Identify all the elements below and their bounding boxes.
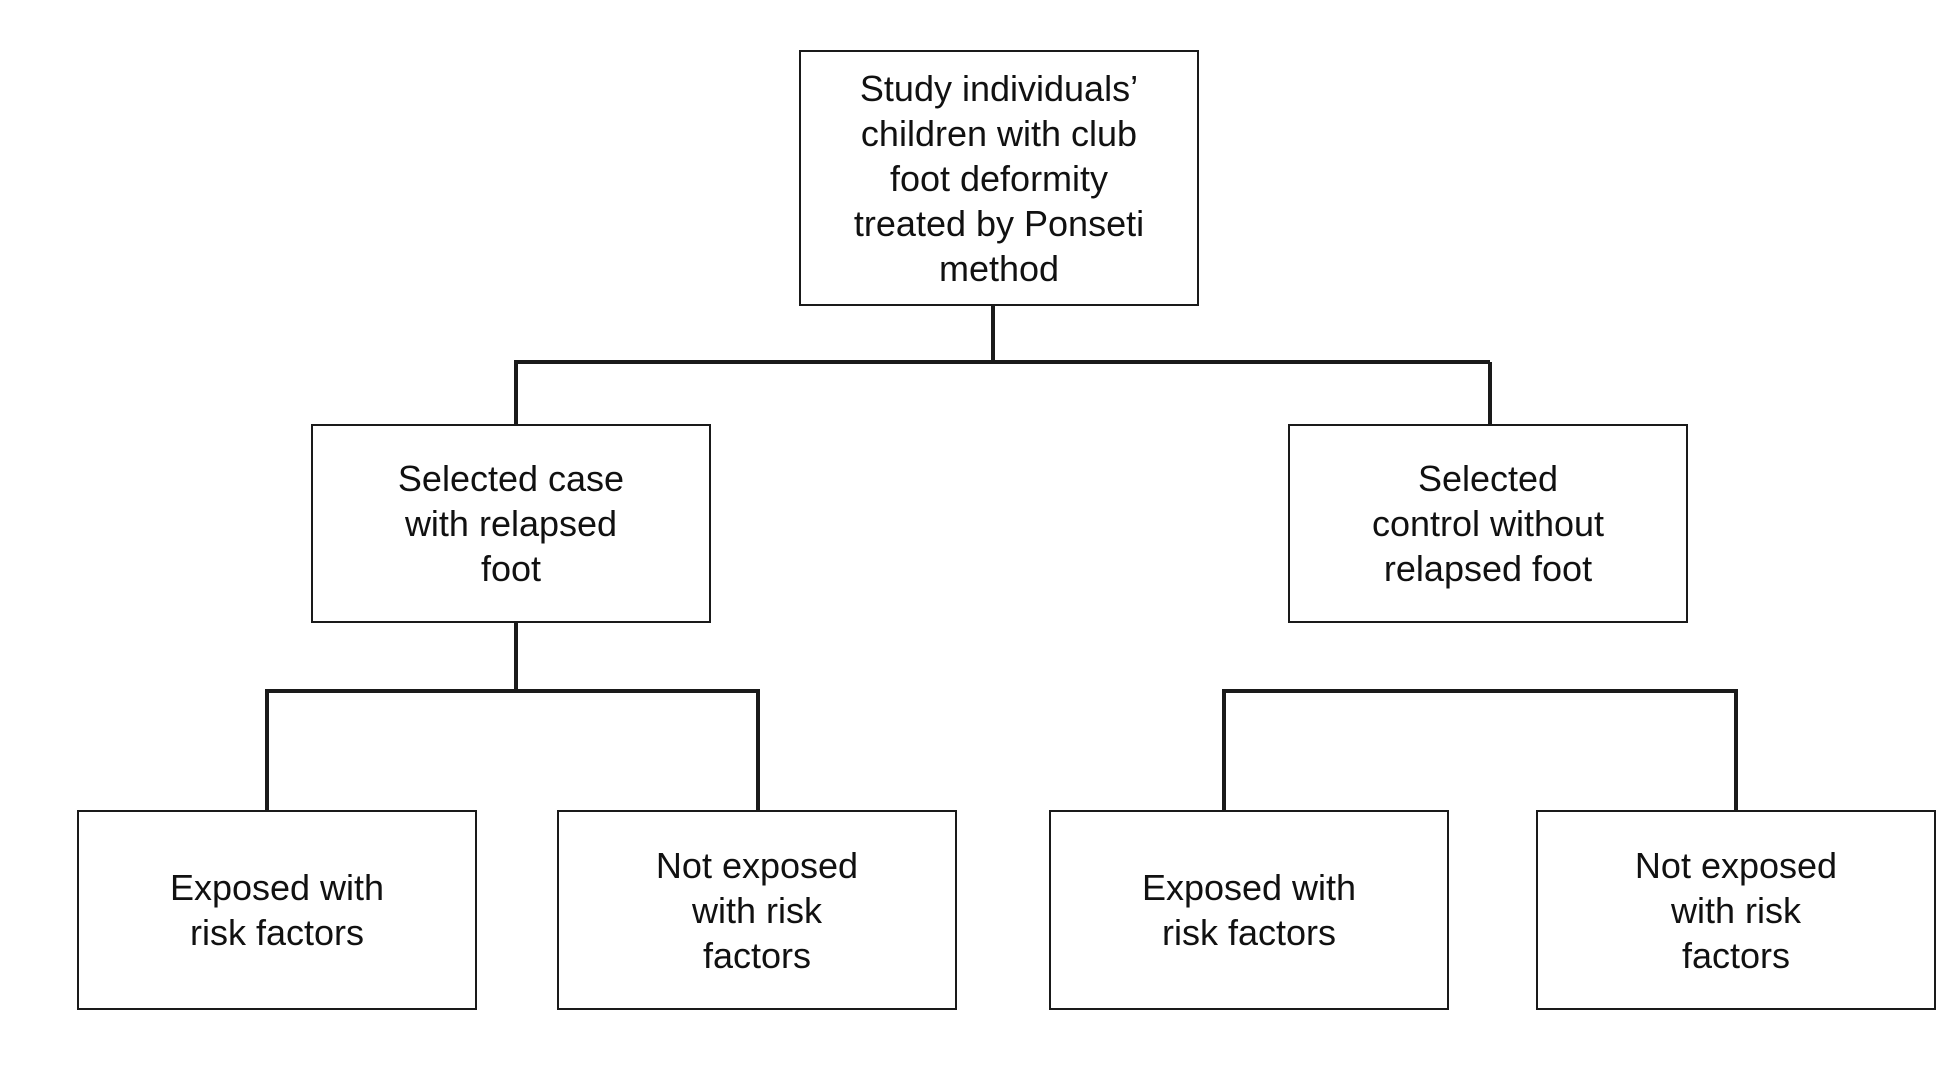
node-case-exposed: Exposed with risk factors: [77, 810, 477, 1010]
node-selected-case-text: Selected case with relapsed foot: [397, 458, 625, 589]
node-study-individuals: Study individuals’ children with club fo…: [799, 50, 1199, 306]
node-selected-control: Selected control without relapsed foot: [1288, 424, 1688, 623]
node-selected-case: Selected case with relapsed foot: [311, 424, 711, 623]
node-control-exposed-text: Exposed with risk factors: [1141, 867, 1357, 953]
node-case-not-exposed-text: Not exposed with risk factors: [655, 844, 859, 976]
node-control-not-exposed: Not exposed with risk factors: [1536, 810, 1936, 1010]
node-control-exposed: Exposed with risk factors: [1049, 810, 1449, 1010]
node-case-exposed-text: Exposed with risk factors: [169, 867, 385, 953]
node-selected-control-text: Selected control without relapsed foot: [1371, 458, 1605, 589]
node-case-not-exposed: Not exposed with risk factors: [557, 810, 957, 1010]
node-study-individuals-text: Study individuals’ children with club fo…: [853, 67, 1145, 289]
node-control-not-exposed-text: Not exposed with risk factors: [1634, 844, 1838, 976]
